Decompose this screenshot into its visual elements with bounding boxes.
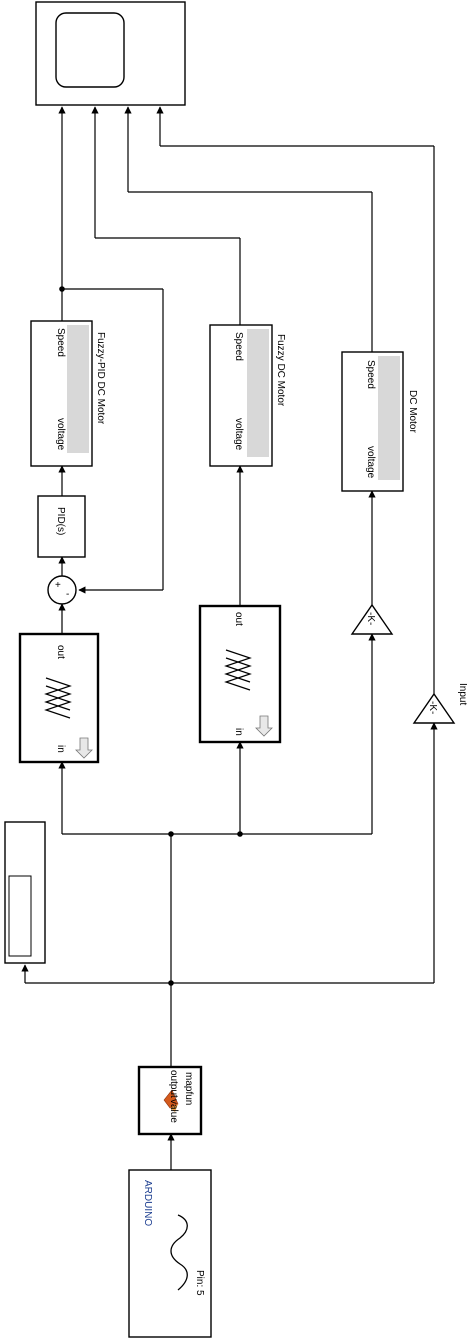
sum-block[interactable] (47, 575, 77, 605)
mapfun-name: mapfun (183, 1072, 194, 1105)
motor1-out-port: Speed (55, 328, 66, 357)
fuzzy-controller-1[interactable] (18, 632, 100, 764)
junction-dots (59, 286, 243, 986)
arduino-block[interactable] (128, 1169, 212, 1338)
mapfun-block[interactable] (137, 1065, 203, 1136)
fuzzy2-in-port: in (233, 728, 244, 736)
arrow-icon (75, 737, 93, 759)
motor1-name: Fuzzy-PID DC Motor (95, 332, 106, 425)
arduino-title: ARDUINO (142, 1180, 153, 1226)
motor2-in-port: voltage (233, 418, 244, 451)
pid-label: PID(s) (55, 507, 66, 535)
motor3-name: DC Motor (407, 390, 418, 433)
fuzzy-pid-dc-motor-block[interactable] (30, 320, 93, 467)
gain2-name: Input (457, 683, 468, 705)
mapfun-in-port: value (168, 1099, 179, 1123)
fuzzy1-in-port: in (55, 745, 66, 753)
fuzzy2-out-port: out (233, 612, 244, 626)
pid-block[interactable] (37, 495, 86, 558)
motor3-in-port: voltage (365, 446, 376, 479)
display-block[interactable] (4, 821, 46, 964)
motor3-out-port: Speed (365, 360, 376, 389)
matlab-function-icon (163, 1089, 179, 1112)
motor1-in-port: voltage (55, 418, 66, 451)
sum-minus: - (66, 589, 69, 600)
scope-block[interactable] (35, 1, 186, 106)
gain1-label: -K- (365, 612, 376, 625)
fuzzy1-out-port: out (55, 645, 66, 659)
sine-wave-icon (170, 1214, 188, 1291)
motor2-name: Fuzzy DC Motor (275, 334, 286, 407)
arrow-icon (255, 715, 273, 737)
arduino-pin-label: Pin: 5 (194, 1270, 205, 1296)
fuzzy-controller-2[interactable] (198, 604, 282, 744)
sum-plus: + (55, 580, 61, 591)
motor2-out-port: Speed (233, 332, 244, 361)
gain2-label: -K- (427, 701, 438, 714)
mapfun-out-port: output (168, 1070, 179, 1098)
fuzzy-dc-motor-block[interactable] (209, 324, 273, 467)
gain-block-2[interactable] (412, 692, 456, 724)
dc-motor-block[interactable] (341, 351, 404, 492)
gain-block-1[interactable] (350, 603, 394, 635)
signal-lines (21, 106, 438, 1170)
